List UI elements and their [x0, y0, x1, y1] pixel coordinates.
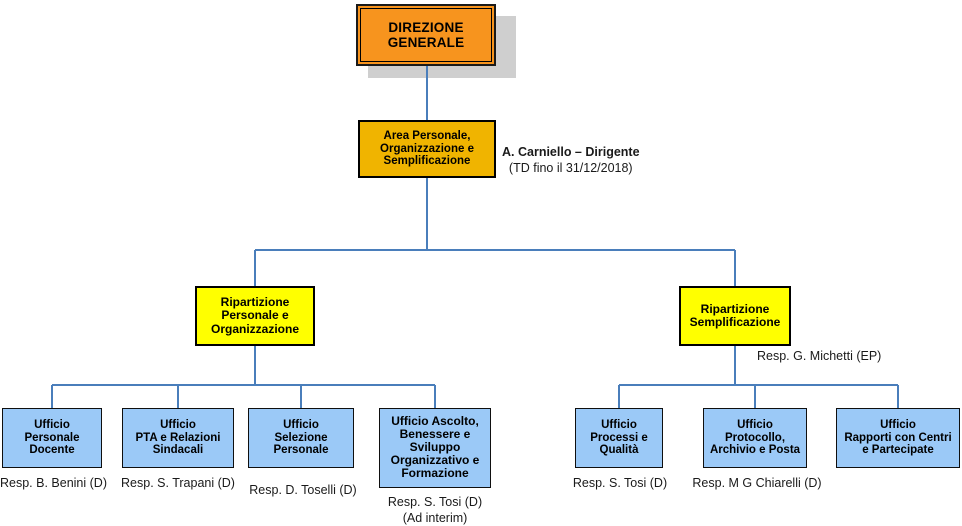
direzione-generale-line1: DIREZIONE — [388, 19, 464, 35]
ufficio-1-text: Ufficio Personale Docente — [3, 419, 101, 458]
node-ripartizione-personale-organizzazione[interactable]: Ripartizione Personale e Organizzazione — [195, 286, 315, 346]
ufficio-1-line2: Personale — [24, 431, 80, 444]
direzione-generale-text: DIREZIONE GENERALE — [358, 20, 494, 50]
caption-ufficio-ascolto-benessere-sviluppo: Resp. S. Tosi (D) (Ad interim) — [372, 495, 498, 526]
area-personale-line3: Semplificazione — [383, 155, 471, 168]
node-ripartizione-semplificazione[interactable]: Ripartizione Semplificazione — [679, 286, 791, 346]
node-ufficio-processi-qualita[interactable]: Ufficio Processi e Qualità — [575, 408, 663, 468]
caption-tosi-name: Resp. S. Tosi (D) — [387, 495, 483, 509]
ufficio-1-line1: Ufficio — [34, 418, 70, 431]
ripartizione-2-text: Ripartizione Semplificazione — [681, 301, 789, 330]
caption-tosi-interim: (Ad interim) — [402, 510, 468, 525]
caption-ufficio-pta-relazioni-sindacali: Resp. S. Trapani (D) — [121, 476, 235, 490]
ufficio-2-line2: PTA e Relazioni — [135, 431, 221, 444]
ufficio-6-text: Ufficio Protocollo, Archivio e Posta — [704, 419, 806, 458]
ufficio-3-text: Ufficio Selezione Personale — [249, 419, 353, 458]
ufficio-1-line3: Docente — [29, 444, 75, 457]
ufficio-4-line2: Benessere e — [399, 426, 471, 441]
ufficio-5-line2: Processi e — [590, 431, 648, 444]
ufficio-3-line3: Personale — [273, 444, 329, 457]
ufficio-2-text: Ufficio PTA e Relazioni Sindacali — [123, 419, 233, 458]
ripartizione-1-text: Ripartizione Personale e Organizzazione — [197, 294, 313, 336]
node-direzione-generale[interactable]: DIREZIONE GENERALE — [356, 4, 496, 66]
ufficio-6-line3: Archivio e Posta — [709, 444, 801, 457]
node-ufficio-pta-relazioni-sindacali[interactable]: Ufficio PTA e Relazioni Sindacali — [122, 408, 234, 468]
ufficio-4-line3: Sviluppo — [409, 439, 461, 454]
ufficio-6-line2: Protocollo, — [724, 431, 786, 444]
ufficio-4-line5: Formazione — [401, 466, 469, 481]
ufficio-7-line2: Rapporti con Centri — [844, 431, 952, 444]
caption-ufficio-processi-qualita: Resp. S. Tosi (D) — [572, 476, 668, 490]
ufficio-7-line3: e Partecipate — [862, 444, 934, 457]
ufficio-2-line3: Sindacali — [152, 444, 204, 457]
caption-area-personale: A. Carniello – Dirigente (TD fino il 31/… — [502, 145, 640, 176]
ufficio-4-text: Ufficio Ascolto, Benessere e Sviluppo Or… — [380, 413, 490, 481]
ufficio-3-line2: Selezione — [274, 431, 328, 444]
ufficio-4-line4: Organizzativo e — [390, 453, 480, 468]
node-area-personale[interactable]: Area Personale, Organizzazione e Semplif… — [358, 120, 496, 178]
node-ufficio-rapporti-centri-partecipate[interactable]: Ufficio Rapporti con Centri e Partecipat… — [836, 408, 960, 468]
caption-ufficio-protocollo-archivio-posta: Resp. M G Chiarelli (D) — [692, 476, 822, 490]
ufficio-5-line1: Ufficio — [601, 418, 637, 431]
ufficio-5-text: Ufficio Processi e Qualità — [576, 419, 662, 458]
ripartizione-1-line2: Personale e — [221, 308, 289, 323]
ripartizione-2-line2: Semplificazione — [689, 315, 781, 329]
direzione-generale-line2: GENERALE — [387, 35, 465, 50]
area-personale-text: Area Personale, Organizzazione e Semplif… — [360, 130, 494, 169]
ufficio-5-line3: Qualità — [599, 444, 639, 457]
ufficio-3-line1: Ufficio — [283, 418, 319, 431]
ufficio-7-line1: Ufficio — [880, 418, 916, 431]
caption-carniello-name: A. Carniello – Dirigente — [502, 145, 640, 159]
ripartizione-1-line1: Ripartizione — [220, 294, 290, 309]
node-ufficio-protocollo-archivio-posta[interactable]: Ufficio Protocollo, Archivio e Posta — [703, 408, 807, 468]
ufficio-7-text: Ufficio Rapporti con Centri e Partecipat… — [837, 419, 959, 458]
caption-carniello-term: (TD fino il 31/12/2018) — [508, 160, 633, 175]
caption-ripartizione-semplificazione: Resp. G. Michetti (EP) — [757, 349, 882, 363]
ufficio-4-line1: Ufficio Ascolto, — [391, 413, 479, 428]
ripartizione-2-line1: Ripartizione — [700, 301, 770, 316]
node-ufficio-selezione-personale[interactable]: Ufficio Selezione Personale — [248, 408, 354, 468]
caption-ufficio-selezione-personale: Resp. D. Toselli (D) — [249, 483, 357, 497]
caption-ufficio-personale-docente: Resp. B. Benini (D) — [0, 476, 107, 490]
node-ufficio-ascolto-benessere-sviluppo[interactable]: Ufficio Ascolto, Benessere e Sviluppo Or… — [379, 408, 491, 488]
ufficio-6-line1: Ufficio — [737, 418, 773, 431]
area-personale-line1: Area Personale, — [383, 129, 471, 142]
area-personale-line2: Organizzazione e — [380, 142, 474, 155]
ufficio-2-line1: Ufficio — [160, 418, 196, 431]
ripartizione-1-line3: Organizzazione — [210, 321, 299, 336]
node-ufficio-personale-docente[interactable]: Ufficio Personale Docente — [2, 408, 102, 468]
